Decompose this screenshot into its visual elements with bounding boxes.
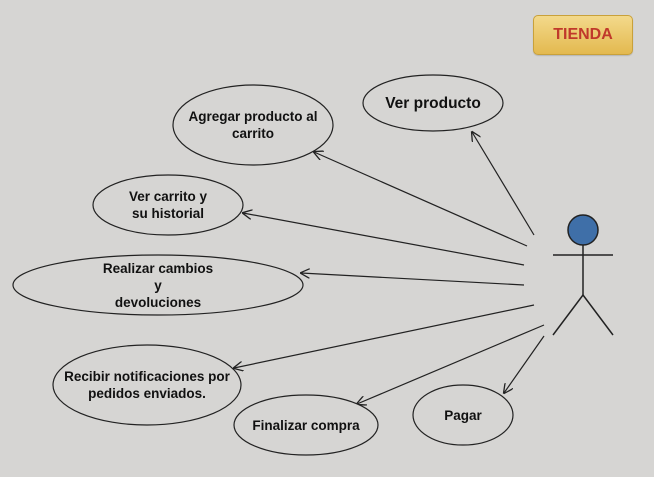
use-case-text: Realizar cambios xyxy=(102,260,214,276)
use-case-ver-carrito xyxy=(92,174,244,236)
use-case-text: pedidos enviados. xyxy=(88,386,206,401)
use-case-label-finalizar-compra: Finalizar compra xyxy=(234,395,378,455)
use-case-text: Ver producto xyxy=(385,94,481,112)
actor-left-leg xyxy=(552,294,584,336)
system-label-tienda: TIENDA xyxy=(533,15,633,55)
arrow-to-ver-carrito xyxy=(243,213,525,266)
actor-figure xyxy=(552,214,614,336)
use-case-label-realizar-cambios: Realizar cambios y devoluciones xyxy=(13,255,303,315)
use-case-label-ver-carrito: Ver carrito y su historial xyxy=(93,175,243,235)
arrow-to-realizar-cambios xyxy=(301,273,525,286)
use-case-label-agregar-producto: Agregar producto al carrito xyxy=(173,85,333,165)
use-case-text: Agregar producto al xyxy=(188,109,318,124)
use-case-text: y xyxy=(154,277,162,293)
arrow-to-pagar xyxy=(504,335,545,393)
arrow-to-ver-producto xyxy=(472,132,535,236)
use-case-realizar-cambios xyxy=(12,254,304,316)
use-case-agregar-producto xyxy=(172,84,334,166)
actor-head xyxy=(567,214,599,246)
use-case-text: Ver carrito y xyxy=(128,189,208,204)
use-case-label-ver-producto: Ver producto xyxy=(363,75,503,131)
arrow-to-finalizar-compra xyxy=(357,324,545,404)
use-case-label-pagar: Pagar xyxy=(413,385,513,445)
use-case-text: su historial xyxy=(131,206,204,221)
use-case-text: Pagar xyxy=(444,407,482,423)
arrow-to-recibir-notificaciones xyxy=(234,304,535,368)
use-case-label-recibir-notificaciones: Recibir notificaciones por pedidos envia… xyxy=(53,345,241,425)
use-case-text: Recibir notificaciones por xyxy=(64,369,230,384)
actor-right-leg xyxy=(582,294,614,336)
use-case-text: Finalizar compra xyxy=(252,417,360,433)
use-case-ver-producto xyxy=(362,74,504,132)
use-case-text: carrito xyxy=(231,126,274,141)
use-case-finalizar-compra xyxy=(233,394,379,456)
use-case-pagar xyxy=(412,384,514,446)
arrow-to-agregar-producto xyxy=(314,152,528,247)
use-case-text: devoluciones xyxy=(114,294,202,310)
use-case-recibir-notificaciones xyxy=(52,344,242,426)
